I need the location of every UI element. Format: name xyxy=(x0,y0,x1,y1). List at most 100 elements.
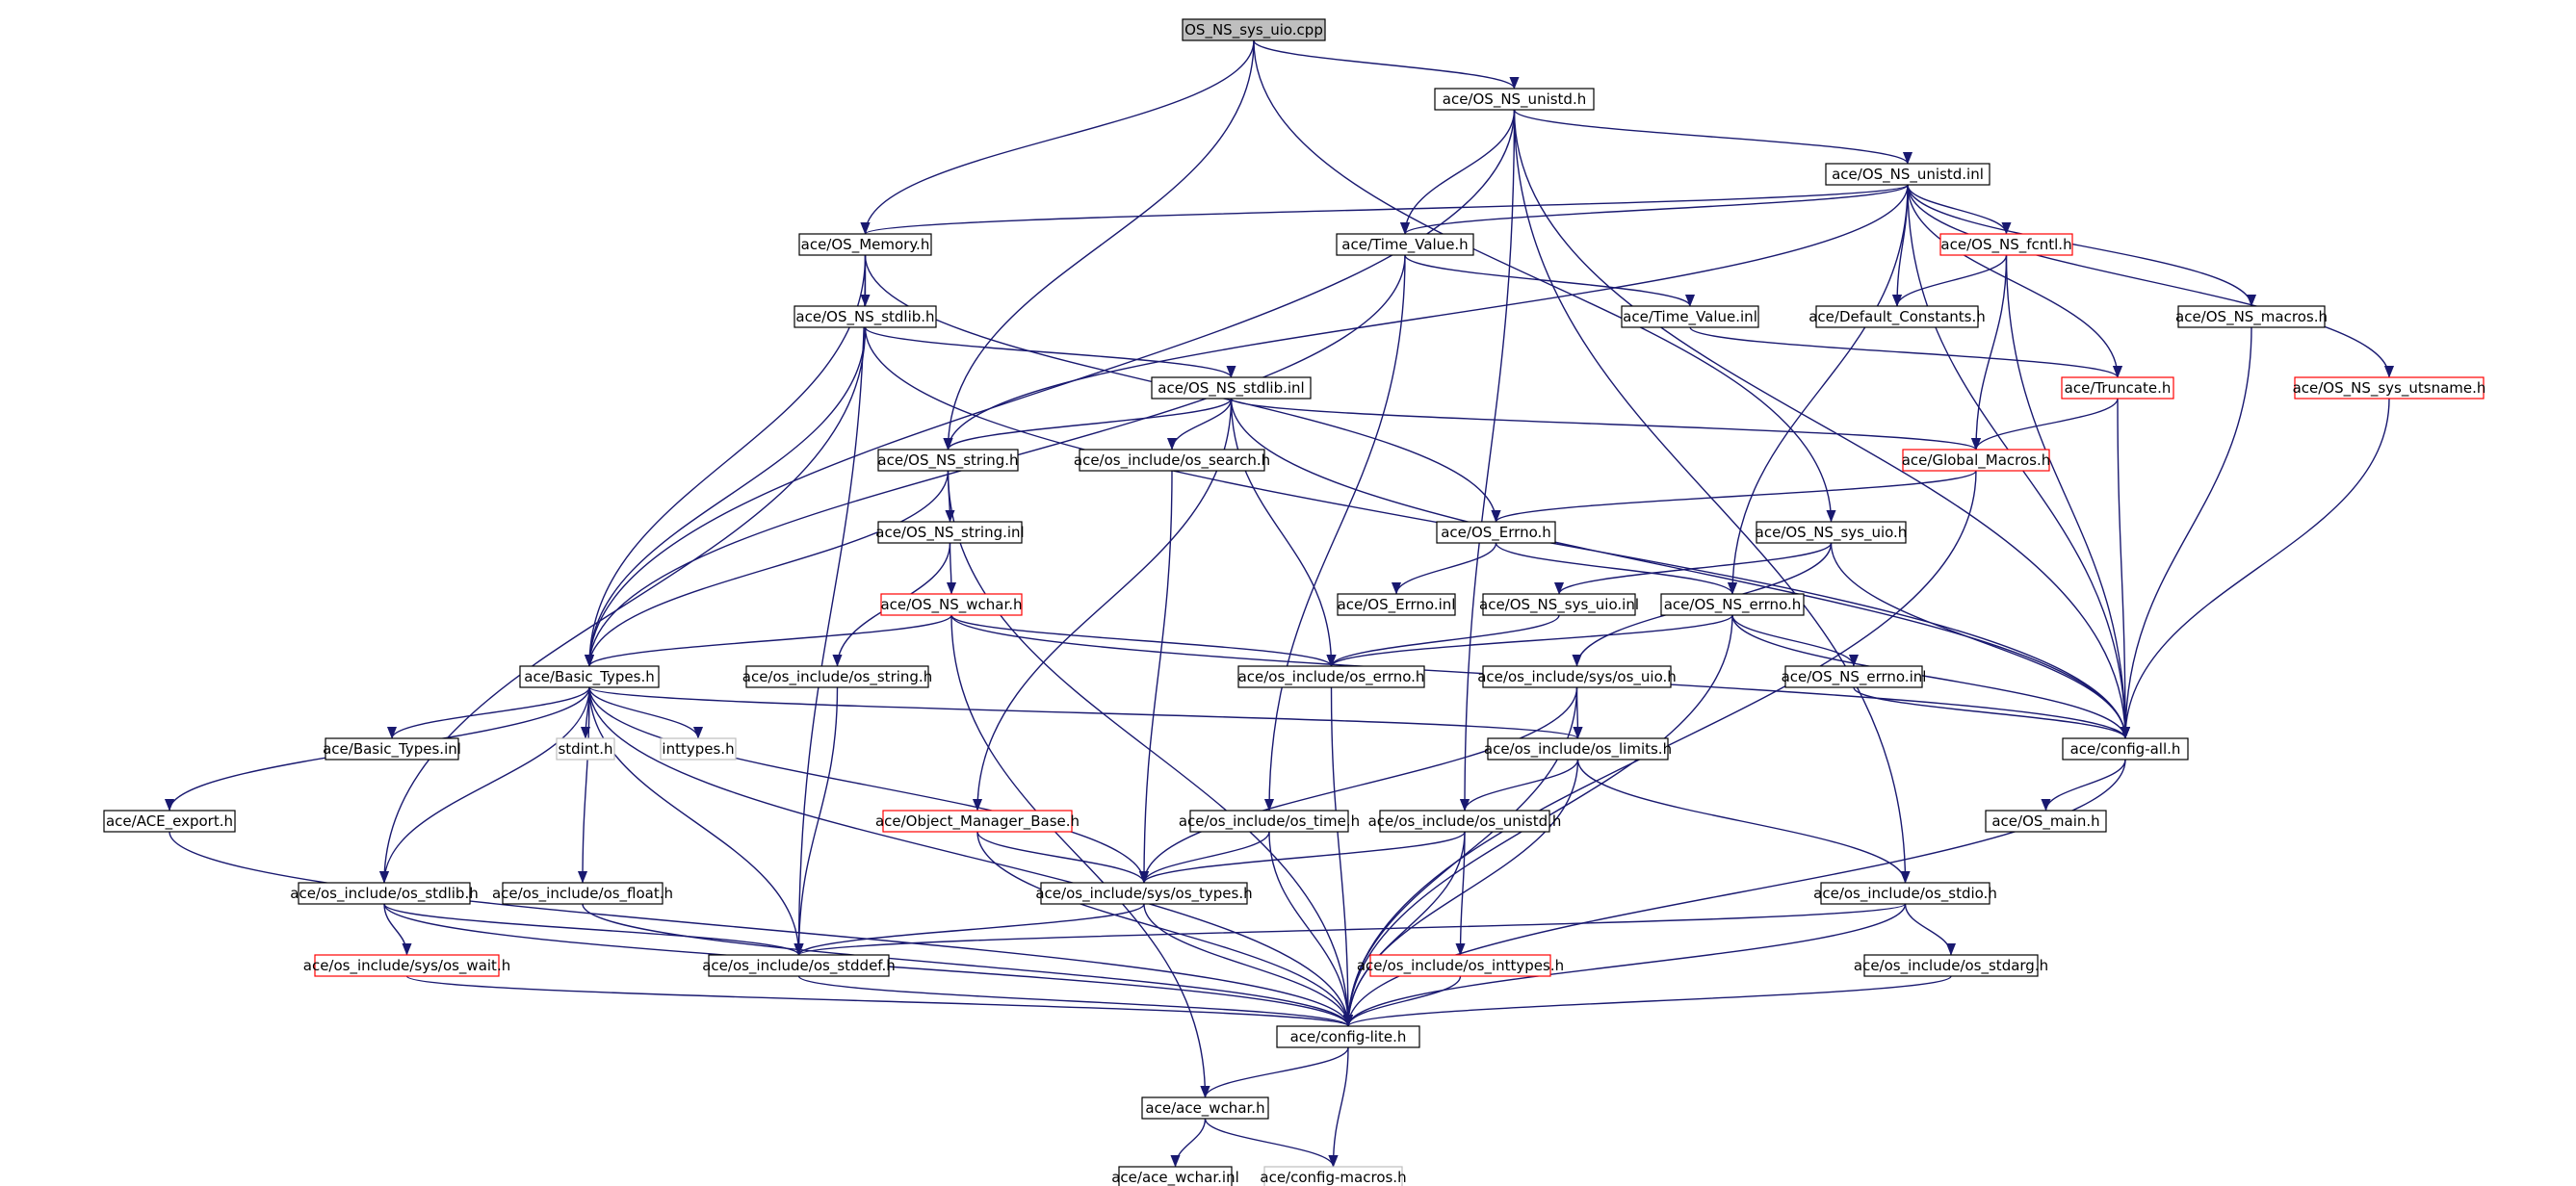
node-ace-os-include-sys-os-uio-h[interactable]: ace/os_include/sys/os_uio.h xyxy=(1477,665,1677,688)
node-box[interactable] xyxy=(1756,521,1907,544)
node-ace-ace-export-h[interactable]: ace/ACE_export.h xyxy=(103,810,236,833)
node-ace-object-manager-base-h[interactable]: ace/Object_Manager_Base.h xyxy=(875,810,1080,833)
node-box[interactable] xyxy=(1151,376,1312,400)
node-ace-default-constants-h[interactable]: ace/Default_Constants.h xyxy=(1808,305,1986,328)
node-ace-truncate-h[interactable]: ace/Truncate.h xyxy=(2061,376,2174,400)
node-box[interactable] xyxy=(1902,449,2050,472)
node-ace-ace-wchar-inl[interactable]: ace/ace_wchar.inl xyxy=(1111,1166,1239,1186)
node-ace-os-ns-sys-uio-h[interactable]: ace/OS_NS_sys_uio.h xyxy=(1756,521,1908,544)
node-box[interactable] xyxy=(519,665,660,688)
node-ace-os-ns-string-h[interactable]: ace/OS_NS_string.h xyxy=(877,449,1019,472)
node-ace-os-ns-unistd-inl[interactable]: ace/OS_NS_unistd.inl xyxy=(1825,163,1991,186)
node-ace-os-include-os-float-h[interactable]: ace/os_include/os_float.h xyxy=(492,882,673,905)
node-ace-basic-types-inl[interactable]: ace/Basic_Types.inl xyxy=(323,737,461,761)
node-box[interactable] xyxy=(1369,954,1551,977)
node-box[interactable] xyxy=(2061,376,2174,400)
node-ace-os-ns-errno-h[interactable]: ace/OS_NS_errno.h xyxy=(1660,593,1805,616)
node-box[interactable] xyxy=(2177,305,2326,328)
node-box[interactable] xyxy=(1040,882,1248,905)
node-ace-os-ns-string-inl[interactable]: ace/OS_NS_string.inl xyxy=(875,521,1025,544)
node-ace-os-ns-wchar-h[interactable]: ace/OS_NS_wchar.h xyxy=(880,593,1023,616)
node-box[interactable] xyxy=(2062,737,2189,761)
node-box[interactable] xyxy=(1863,954,2039,977)
node-ace-os-include-os-stdarg-h[interactable]: ace/os_include/os_stdarg.h xyxy=(1854,954,2048,977)
node-ace-os-memory-h[interactable]: ace/OS_Memory.h xyxy=(798,233,932,256)
node-ace-os-include-os-string-h[interactable]: ace/os_include/os_string.h xyxy=(742,665,932,688)
node-ace-os-include-os-time-h[interactable]: ace/os_include/os_time.h xyxy=(1179,810,1360,833)
node-box[interactable] xyxy=(1985,810,2107,833)
node-os-ns-sys-uio-cpp[interactable]: OS_NS_sys_uio.cpp xyxy=(1182,18,1326,41)
node-box[interactable] xyxy=(1237,665,1425,688)
node-box[interactable] xyxy=(314,954,500,977)
node-ace-config-lite-h[interactable]: ace/config-lite.h xyxy=(1276,1025,1420,1048)
node-box[interactable] xyxy=(1482,665,1672,688)
node-ace-os-include-os-inttypes-h[interactable]: ace/os_include/os_inttypes.h xyxy=(1357,954,1564,977)
node-box[interactable] xyxy=(1784,665,1923,688)
node-box[interactable] xyxy=(1815,305,1979,328)
node-box[interactable] xyxy=(1141,1096,1269,1120)
node-ace-os-include-os-unistd-h[interactable]: ace/os_include/os_unistd.h xyxy=(1368,810,1562,833)
node-box[interactable] xyxy=(1436,521,1556,544)
node-box[interactable] xyxy=(1276,1025,1420,1048)
node-ace-os-ns-stdlib-inl[interactable]: ace/OS_NS_stdlib.inl xyxy=(1151,376,1312,400)
node-ace-ace-wchar-h[interactable]: ace/ace_wchar.h xyxy=(1141,1096,1269,1120)
node-ace-os-ns-unistd-h[interactable]: ace/OS_NS_unistd.h xyxy=(1434,88,1595,111)
node-box[interactable] xyxy=(1434,88,1595,111)
node-box[interactable] xyxy=(298,882,471,905)
node-ace-global-macros-h[interactable]: ace/Global_Macros.h xyxy=(1902,449,2051,472)
node-ace-os-include-sys-os-wait-h[interactable]: ace/os_include/sys/os_wait.h xyxy=(303,954,510,977)
node-ace-os-errno-h[interactable]: ace/OS_Errno.h xyxy=(1436,521,1556,544)
node-ace-basic-types-h[interactable]: ace/Basic_Types.h xyxy=(519,665,660,688)
node-ace-os-include-os-stddef-h[interactable]: ace/os_include/os_stddef.h xyxy=(702,954,896,977)
node-box[interactable] xyxy=(1263,1166,1403,1186)
node-ace-os-include-os-stdlib-h[interactable]: ace/os_include/os_stdlib.h xyxy=(290,882,479,905)
node-ace-os-include-sys-os-types-h[interactable]: ace/os_include/sys/os_types.h xyxy=(1035,882,1253,905)
node-ace-config-macros-h[interactable]: ace/config-macros.h xyxy=(1260,1166,1407,1186)
node-ace-os-main-h[interactable]: ace/OS_main.h xyxy=(1985,810,2107,833)
node-box[interactable] xyxy=(708,954,890,977)
node-box[interactable] xyxy=(1487,737,1669,761)
node-ace-os-ns-sys-uio-inl[interactable]: ace/OS_NS_sys_uio.inl xyxy=(1479,593,1639,616)
node-box[interactable] xyxy=(877,521,1023,544)
node-box[interactable] xyxy=(2294,376,2485,400)
node-box[interactable] xyxy=(660,737,737,761)
node-box[interactable] xyxy=(1189,810,1349,833)
node-ace-config-all-h[interactable]: ace/config-all.h xyxy=(2062,737,2189,761)
node-box[interactable] xyxy=(502,882,664,905)
node-box[interactable] xyxy=(1482,593,1636,616)
node-box[interactable] xyxy=(794,305,937,328)
node-box[interactable] xyxy=(1820,882,1991,905)
node-ace-os-include-os-limits-h[interactable]: ace/os_include/os_limits.h xyxy=(1484,737,1672,761)
node-ace-os-ns-fcntl-h[interactable]: ace/OS_NS_fcntl.h xyxy=(1939,233,2073,256)
node-ace-os-errno-inl[interactable]: ace/OS_Errno.inl xyxy=(1337,593,1456,616)
node-box[interactable] xyxy=(877,449,1019,472)
node-ace-os-include-os-errno-h[interactable]: ace/os_include/os_errno.h xyxy=(1237,665,1425,688)
node-inttypes-h[interactable]: inttypes.h xyxy=(660,737,737,761)
node-box[interactable] xyxy=(556,737,615,761)
node-box[interactable] xyxy=(1621,305,1759,328)
node-ace-time-value-h[interactable]: ace/Time_Value.h xyxy=(1336,233,1474,256)
node-box[interactable] xyxy=(745,665,929,688)
node-box[interactable] xyxy=(1825,163,1991,186)
node-ace-os-include-os-stdio-h[interactable]: ace/os_include/os_stdio.h xyxy=(1813,882,1997,905)
node-box[interactable] xyxy=(798,233,932,256)
node-ace-os-ns-stdlib-h[interactable]: ace/OS_NS_stdlib.h xyxy=(794,305,937,328)
node-box[interactable] xyxy=(1182,18,1326,41)
node-box[interactable] xyxy=(1337,593,1456,616)
node-stdint-h[interactable]: stdint.h xyxy=(556,737,615,761)
node-ace-os-ns-macros-h[interactable]: ace/OS_NS_macros.h xyxy=(2175,305,2328,328)
node-ace-os-ns-errno-inl[interactable]: ace/OS_NS_errno.inl xyxy=(1782,665,1927,688)
node-ace-os-ns-sys-utsname-h[interactable]: ace/OS_NS_sys_utsname.h xyxy=(2293,376,2486,400)
node-ace-time-value-inl[interactable]: ace/Time_Value.inl xyxy=(1621,305,1759,328)
node-box[interactable] xyxy=(880,593,1023,616)
node-box[interactable] xyxy=(1079,449,1265,472)
node-box[interactable] xyxy=(1118,1166,1233,1186)
node-box[interactable] xyxy=(325,737,459,761)
node-box[interactable] xyxy=(1336,233,1474,256)
node-ace-os-include-os-search-h[interactable]: ace/os_include/os_search.h xyxy=(1074,449,1270,472)
node-box[interactable] xyxy=(103,810,236,833)
node-box[interactable] xyxy=(1660,593,1805,616)
node-box[interactable] xyxy=(882,810,1073,833)
node-box[interactable] xyxy=(1939,233,2073,256)
node-box[interactable] xyxy=(1379,810,1550,833)
